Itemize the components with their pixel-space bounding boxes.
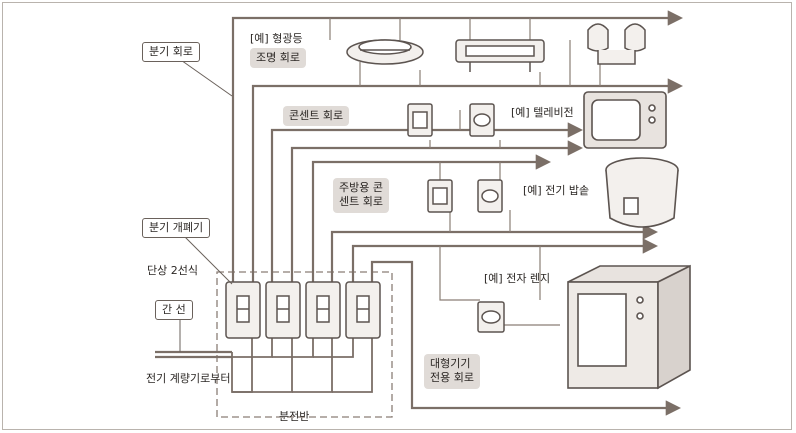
rice-cooker-example-label: [예] 전기 밥솥 [523, 184, 590, 197]
branch-circuit-callout: 분기 회로 [142, 42, 200, 63]
outlet-icon-1 [407, 103, 433, 137]
microwave-example-label: [예] 전자 렌지 [484, 272, 551, 285]
feed-wire-2 [232, 338, 293, 393]
breaker-icon-1 [225, 281, 261, 339]
large-appliance-line1: 대형기기 [430, 357, 471, 370]
distribution-board-label: 분전반 [279, 410, 310, 423]
breaker-icon-3 [305, 281, 341, 339]
tv-example-label: [예] 텔레비전 [511, 106, 574, 119]
ceiling-light-icon [455, 39, 545, 72]
lighting-circuit-wire [231, 10, 684, 285]
large-appliance-line2: 전용 회로 [430, 371, 474, 385]
feed-wire-1 [231, 338, 253, 393]
large-circuit-return [370, 260, 682, 416]
branch-breaker-callout: 분기 개폐기 [142, 218, 211, 239]
kitchen-circuit-line2: 센트 회로 [339, 195, 383, 209]
outlet-icon-3 [427, 179, 453, 213]
outlet-circuit-return [290, 140, 584, 285]
feed-wire-7 [313, 338, 354, 358]
breaker-icon-2 [265, 281, 301, 339]
outlet-circuit-wire [270, 122, 584, 285]
feed-wire-4 [292, 338, 333, 393]
kitchen-circuit-wire [311, 154, 552, 285]
breaker-icon-4 [345, 281, 381, 339]
kitchen-circuit-tag: 주방용 콘 센트 회로 [333, 178, 389, 213]
lighting-example-label: [예] 형광등 [250, 32, 303, 45]
microwave-icon [567, 264, 691, 390]
outlet-circuit-tag: 콘센트 회로 [283, 106, 350, 127]
from-meter-label: 전기 계량기로부터 [146, 372, 231, 385]
lighting-circuit-tag: 조명 회로 [250, 48, 306, 69]
kitchen-circuit-line1: 주방용 콘 [339, 181, 383, 194]
kitchen-circuit-return [330, 224, 659, 285]
large-circuit-wire [351, 238, 659, 285]
rice-cooker-icon [605, 157, 679, 228]
feed-wire-6 [332, 338, 373, 393]
outlet-icon-4 [477, 179, 503, 213]
large-appliance-circuit-tag: 대형기기 전용 회로 [424, 354, 480, 389]
outlet-icon-5 [477, 301, 505, 333]
lighting-circuit-return [251, 78, 684, 285]
main-line-callout: 간 선 [155, 300, 193, 321]
distribution-board-outline [216, 271, 393, 418]
single-phase-label: 단상 2선식 [147, 264, 198, 277]
main-line-wires [155, 350, 232, 359]
wall-lamp-icon [587, 23, 646, 65]
fluorescent-lamp-icon [346, 39, 424, 65]
television-icon [583, 91, 667, 149]
outlet-icon-2 [469, 103, 495, 137]
